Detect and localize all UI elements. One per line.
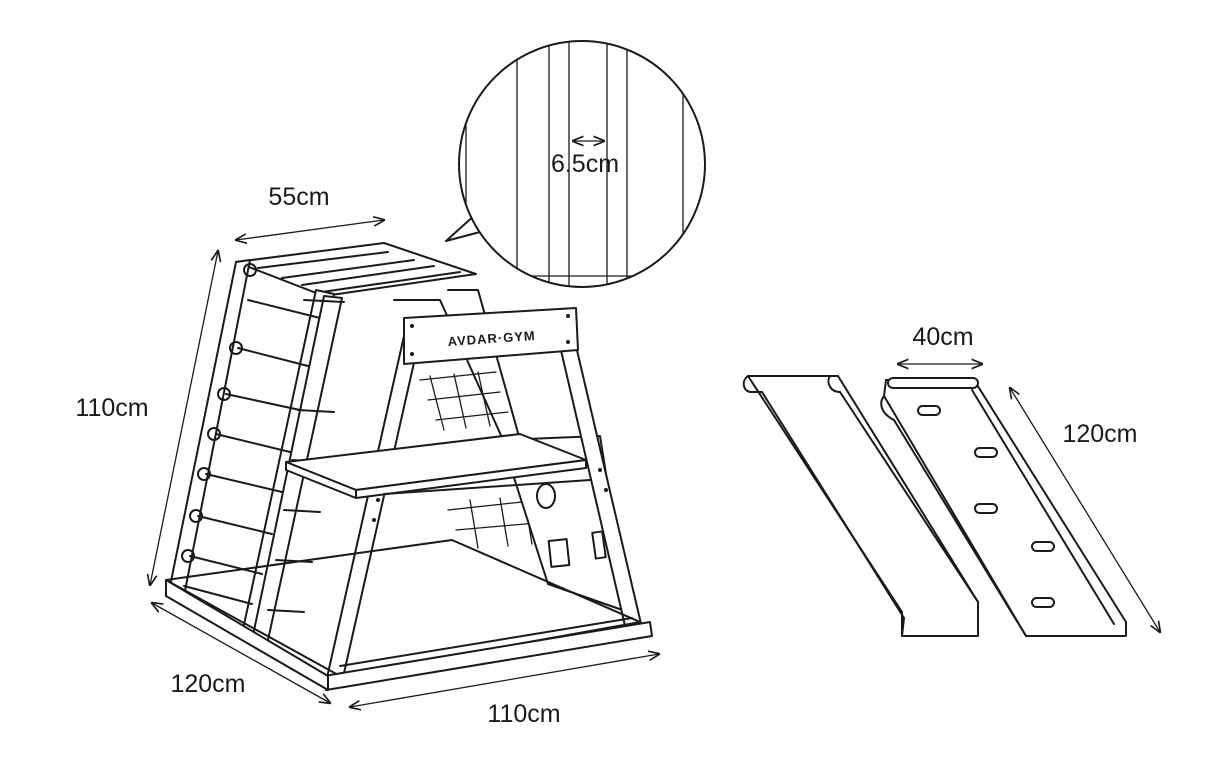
middle-platform: [285, 433, 591, 499]
back-climbing-net: [393, 289, 549, 549]
hole-slot: [591, 530, 607, 560]
top-width-label: 55cm: [268, 183, 329, 211]
hole-round: [536, 483, 556, 509]
brand-board: [403, 307, 579, 365]
front-frame: [325, 307, 643, 683]
slide-length-arrow: [1010, 388, 1160, 632]
brand-label: AVDAR·GYM: [447, 328, 536, 349]
base-width-label: 110cm: [487, 700, 560, 728]
rung-spacing-label: 6.5cm: [551, 150, 619, 178]
slide-top-rail: [887, 377, 979, 389]
hole-square: [547, 538, 571, 568]
slide-left-view: [742, 375, 979, 637]
top-width-arrow: [236, 220, 384, 240]
base-width-arrow: [350, 654, 659, 707]
depth-arrow: [152, 603, 330, 703]
climbing-frame: AVDAR·GYM 55cm 110cm 120cm 110cm: [75, 183, 659, 728]
depth-label: 120cm: [170, 670, 245, 698]
height-label: 110cm: [75, 394, 148, 422]
height-arrow: [150, 251, 218, 585]
top-rungs: [235, 242, 477, 297]
slide-width-label: 40cm: [912, 323, 973, 351]
zoom-callout: 6.5cm: [445, 40, 706, 288]
slide-length-label: 120cm: [1062, 420, 1137, 448]
